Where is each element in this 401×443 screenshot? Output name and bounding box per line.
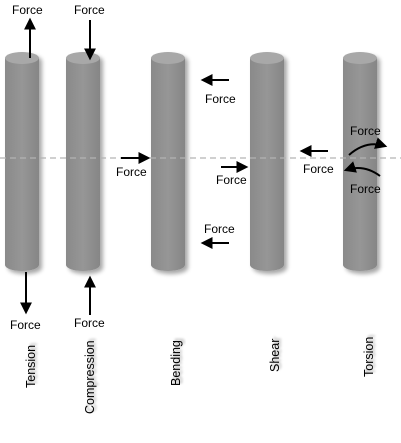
cylinder-tension: [5, 52, 39, 271]
torsion-top-force-label: Force: [350, 124, 381, 138]
caption-bending: Bending: [169, 340, 183, 386]
compression-bottom-force-label: Force: [74, 316, 105, 330]
tension-bottom-force-label: Force: [10, 318, 41, 332]
cylinder-torsion: [343, 52, 377, 271]
cylinder-compression: [66, 52, 100, 271]
torsion-top-arrow: [348, 137, 388, 156]
cylinder-shear: [250, 52, 284, 271]
shear-left-force-label: Force: [216, 173, 247, 187]
torsion-bottom-force-label: Force: [350, 182, 381, 196]
caption-tension: Tension: [24, 345, 38, 388]
caption-shear: Shear: [268, 339, 282, 372]
caption-torsion: Torsion: [362, 337, 376, 377]
bending-top-force-label: Force: [205, 92, 236, 106]
tension-top-force-label: Force: [12, 3, 43, 17]
bending-bottom-force-label: Force: [204, 222, 235, 236]
shear-right-force-label: Force: [303, 162, 334, 176]
caption-compression: Compression: [83, 340, 97, 414]
bending-middle-force-label: Force: [116, 165, 147, 179]
cylinder-bending: [151, 52, 185, 271]
compression-top-force-label: Force: [74, 3, 105, 17]
torsion-bottom-arrow: [343, 161, 381, 177]
